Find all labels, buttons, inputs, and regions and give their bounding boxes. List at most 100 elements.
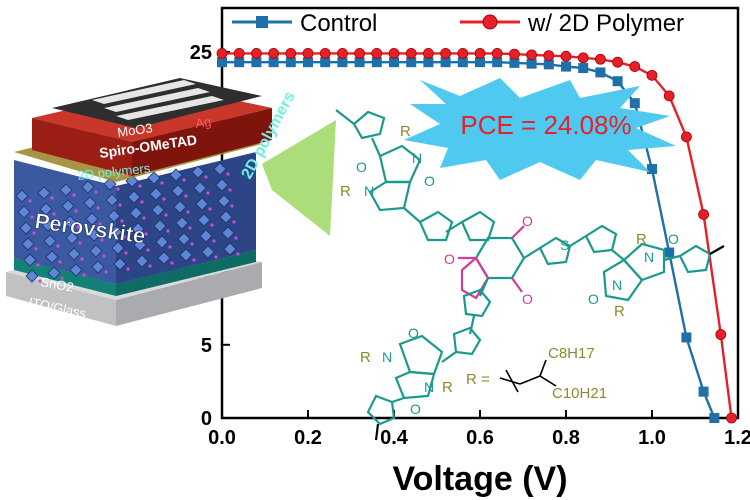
data-point xyxy=(319,47,331,59)
x-tick-label: 1.2 xyxy=(724,427,750,449)
octahedron xyxy=(155,235,169,249)
octahedron xyxy=(133,238,147,252)
bond xyxy=(523,247,541,259)
octahedron xyxy=(223,242,237,256)
data-point xyxy=(509,57,520,68)
data-point xyxy=(612,56,623,68)
octahedron xyxy=(43,234,57,248)
atom-n: N xyxy=(412,150,422,166)
data-point xyxy=(405,47,417,59)
octahedron xyxy=(19,221,33,235)
atom-o: O xyxy=(522,213,533,229)
atom-r: R xyxy=(614,303,625,320)
data-point xyxy=(629,98,640,109)
cation-dot xyxy=(212,239,216,243)
octahedron xyxy=(199,229,213,243)
cation-dot xyxy=(140,200,144,204)
data-point xyxy=(681,131,692,143)
octahedron xyxy=(105,193,119,207)
thiophene-ring xyxy=(584,224,618,254)
data-point xyxy=(285,47,297,59)
octahedron xyxy=(215,178,229,192)
cation-dot xyxy=(38,279,42,283)
device-stack: MoO3 Ag Spiro-OMeTAD 2D polymers Perovsk… xyxy=(6,78,336,326)
octahedron xyxy=(111,241,125,255)
cation-dot xyxy=(232,220,236,224)
bond xyxy=(663,254,681,262)
series-polymer xyxy=(216,47,737,424)
cation-dot xyxy=(60,276,64,280)
data-point xyxy=(698,386,709,397)
data-point xyxy=(371,47,383,59)
data-point xyxy=(302,47,314,59)
octahedron xyxy=(131,222,145,236)
r-bond xyxy=(519,375,541,385)
burst-shape xyxy=(404,78,676,180)
cation-dot xyxy=(100,238,104,242)
octahedron xyxy=(41,218,55,232)
cation-dot xyxy=(28,199,32,203)
octahedron xyxy=(67,247,81,261)
octahedron xyxy=(171,184,185,198)
bond xyxy=(709,245,725,255)
dpp-core-bottom-2 xyxy=(394,370,436,400)
atom-r: R xyxy=(340,183,351,200)
octahedron xyxy=(221,226,235,240)
thiophene-ring xyxy=(418,210,454,242)
atom-o: O xyxy=(588,291,599,307)
octahedron xyxy=(127,190,141,204)
octahedron xyxy=(193,181,207,195)
octahedron xyxy=(87,228,101,242)
series-layer xyxy=(216,47,737,424)
cation-dot xyxy=(230,204,234,208)
cation-dot xyxy=(72,193,76,197)
bond xyxy=(370,137,382,157)
y-tick-label: 5 xyxy=(201,335,212,357)
bond xyxy=(468,315,476,335)
cation-dot xyxy=(210,223,214,227)
cation-dot xyxy=(124,251,128,255)
legend-control-label: Control xyxy=(300,10,377,37)
cation-dot xyxy=(208,207,212,211)
y-tick-label: 25 xyxy=(190,42,212,64)
molecule-structure xyxy=(335,109,725,441)
data-point xyxy=(268,47,280,59)
thiophene-ring xyxy=(462,288,492,318)
cation-dot xyxy=(182,178,186,182)
octahedron xyxy=(37,186,51,200)
cation-dot xyxy=(104,270,108,274)
x-axis-title: Voltage (V) xyxy=(392,460,567,498)
data-point xyxy=(543,50,555,61)
cation-dot xyxy=(160,181,164,185)
data-point xyxy=(354,47,366,59)
atom-o: O xyxy=(424,173,435,189)
octahedron xyxy=(135,254,149,268)
cation-dot xyxy=(234,236,238,240)
octahedron xyxy=(213,162,227,176)
data-point xyxy=(389,57,399,68)
bond xyxy=(374,423,380,441)
data-point xyxy=(285,57,296,68)
data-point xyxy=(709,413,720,423)
data-point xyxy=(337,57,348,68)
data-point xyxy=(371,57,382,68)
perovskite-lattice xyxy=(15,162,240,283)
data-point xyxy=(647,164,657,175)
data-point xyxy=(457,57,468,68)
cation-dot xyxy=(146,248,150,252)
atom-o: O xyxy=(410,401,421,417)
data-point xyxy=(726,412,737,424)
sno2-side xyxy=(116,250,256,296)
ag-electrode-2 xyxy=(104,88,210,112)
r-definition: R = xyxy=(466,371,490,388)
atom-n: N xyxy=(424,379,434,395)
cation-dot xyxy=(116,187,120,191)
cation-dot xyxy=(120,219,124,223)
atom-n: N xyxy=(612,277,622,293)
cation-dot xyxy=(188,226,192,230)
data-point xyxy=(560,50,572,62)
octahedron xyxy=(177,232,191,246)
data-point xyxy=(543,59,554,70)
thiophene-ring xyxy=(538,236,572,266)
cation-dot xyxy=(184,194,188,198)
